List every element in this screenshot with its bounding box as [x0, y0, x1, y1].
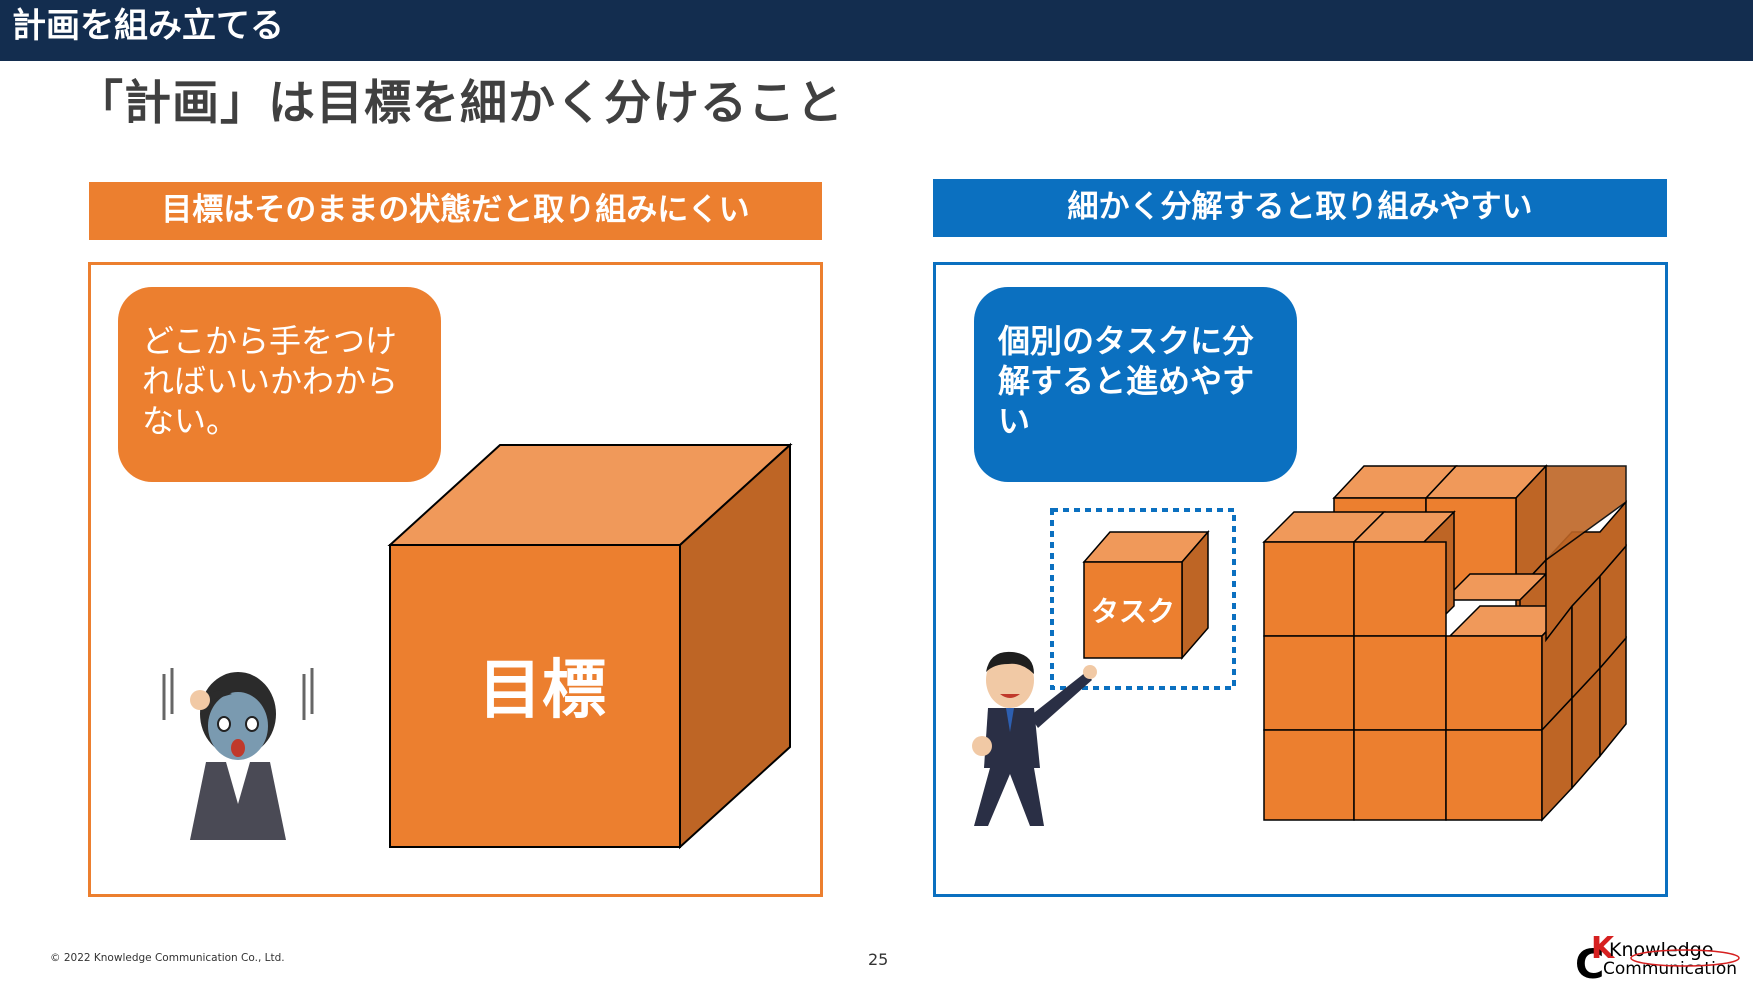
- bubble-line: い: [998, 402, 1031, 440]
- bubble-line: 解すると進めやす: [998, 362, 1255, 400]
- svg-text:K: K: [1591, 936, 1616, 966]
- worried-woman-illustration: [162, 668, 314, 840]
- goal-cube: 目標: [387, 442, 793, 850]
- pointing-businessman-illustration: [972, 651, 1097, 826]
- company-logo: C K Knowledge Communication: [1575, 936, 1740, 980]
- bubble-line: ない。: [142, 402, 239, 440]
- slide-heading: 「計画」は目標を細かく分けること: [76, 76, 844, 131]
- left-speech-bubble: どこから手をつけ ればいいかわから ない。: [118, 287, 441, 482]
- svg-text:C: C: [1575, 942, 1604, 980]
- title-bar: [0, 0, 1753, 61]
- task-cube: タスク: [1050, 508, 1236, 690]
- right-speech-bubble: 個別のタスクに分 解すると進めやす い: [974, 287, 1297, 482]
- left-band-label: 目標はそのままの状態だと取り組みにくい: [89, 182, 822, 240]
- task-cube-label: タスク: [1091, 595, 1175, 628]
- bubble-line: 個別のタスクに分: [998, 322, 1255, 360]
- cube-stack: [1262, 464, 1627, 822]
- right-band-label: 細かく分解すると取り組みやすい: [933, 179, 1667, 237]
- page-number: 25: [868, 950, 889, 969]
- goal-cube-label: 目標: [478, 654, 606, 728]
- bubble-line: どこから手をつけ: [142, 322, 398, 360]
- logo-word-2: Communication: [1603, 959, 1737, 979]
- copyright-text: © 2022 Knowledge Communication Co., Ltd.: [50, 952, 285, 964]
- slide-title: 計画を組み立てる: [12, 6, 284, 46]
- bubble-line: ればいいかわから: [142, 362, 399, 400]
